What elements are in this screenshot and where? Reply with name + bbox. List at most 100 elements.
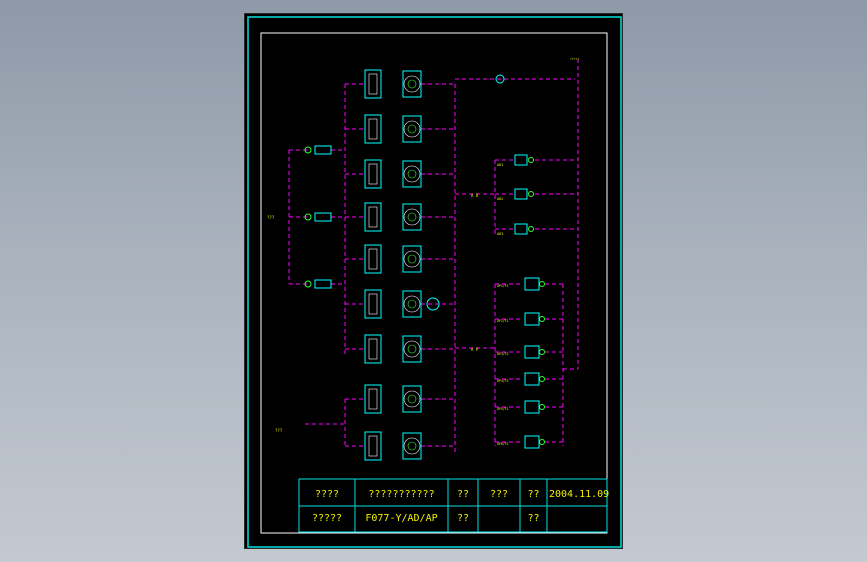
- title-cell-2-5: ??: [527, 513, 540, 524]
- rotor-symbol: [403, 437, 421, 455]
- housing-symbol: [402, 115, 422, 143]
- title-cell-2-1: ?????: [311, 513, 343, 524]
- rotor-symbol: [403, 295, 421, 313]
- unit-core: [368, 118, 378, 140]
- housing-symbol: [402, 203, 422, 231]
- ap-fitting-symbol: [539, 404, 545, 410]
- housing-symbol: [402, 245, 422, 273]
- unit-body: [364, 69, 382, 99]
- unit-core: [368, 293, 378, 315]
- ap-valve-symbol: [524, 372, 540, 386]
- ap-label: AP1/F2: [497, 284, 509, 288]
- unit-body: [364, 114, 382, 144]
- valve-symbol: [314, 279, 332, 289]
- ad-label: AD2: [497, 197, 503, 201]
- ad-fitting-symbol: [528, 191, 534, 197]
- rotor-hub: [407, 212, 417, 222]
- title-block: [298, 478, 608, 533]
- ad-fitting-symbol: [528, 157, 534, 163]
- ap-label: AP2/F2: [497, 319, 509, 323]
- ap-fitting-symbol: [539, 281, 545, 287]
- unit-core: [368, 338, 378, 360]
- unit-body: [364, 202, 382, 232]
- unit-core: [368, 435, 378, 457]
- fitting-symbol: [304, 146, 312, 154]
- unit-body: [364, 334, 382, 364]
- unit-body: [364, 289, 382, 319]
- bus-label-ad: A D: [471, 193, 479, 198]
- ap-fitting-symbol: [539, 376, 545, 382]
- lower-inlet-label: ???: [275, 428, 283, 433]
- housing-symbol: [402, 432, 422, 460]
- housing-symbol: [402, 290, 422, 318]
- component-symbols: [304, 69, 545, 461]
- title-cell-1-2: ???????????: [368, 489, 435, 500]
- top-valve-symbol: [495, 74, 505, 84]
- rotor-hub: [407, 254, 417, 264]
- ad-valve-symbol: [514, 154, 528, 166]
- connection-lines: [288, 59, 579, 454]
- title-cell-1-6: 2004.11.09: [549, 489, 610, 500]
- rotor-symbol: [403, 250, 421, 268]
- rotor-symbol: [403, 75, 421, 93]
- housing-symbol: [402, 160, 422, 188]
- rotor-symbol: [403, 390, 421, 408]
- unit-body: [364, 431, 382, 461]
- diagram-labels: ?????? A D A P????? AD1AD2AD3AP1/F2AP2/F2AP…: [267, 57, 579, 446]
- unit-core: [368, 248, 378, 270]
- top-right-label: ?????: [570, 57, 579, 61]
- schematic-diagram: ?????? A D A P????? AD1AD2AD3AP1/F2AP2/F2AP…: [247, 16, 622, 548]
- unit-body: [364, 244, 382, 274]
- ap-valve-symbol: [524, 345, 540, 359]
- bus-label-ap: A P: [471, 347, 479, 352]
- rotor-hub: [407, 441, 417, 451]
- unit-core: [368, 388, 378, 410]
- ap-fitting-symbol: [539, 439, 545, 445]
- inner-frame: [260, 32, 608, 534]
- fitting-symbol: [304, 280, 312, 288]
- ap-label: AP3/F2: [497, 352, 509, 356]
- rotor-symbol: [403, 340, 421, 358]
- housing-symbol: [402, 70, 422, 98]
- valve-symbol: [314, 212, 332, 222]
- ap-label: AP4/F2: [497, 379, 509, 383]
- rotor-hub: [407, 394, 417, 404]
- rotor-symbol: [403, 208, 421, 226]
- rotor-symbol: [403, 165, 421, 183]
- title-cell-2-3: ??: [456, 513, 470, 524]
- ap-label: AP5/F2: [497, 407, 509, 411]
- title-cell-1-3: ??: [456, 489, 470, 500]
- ap-label: AP6/F2: [497, 442, 509, 446]
- ap-valve-symbol: [524, 312, 540, 326]
- left-inlet-label: ???: [267, 215, 275, 220]
- valve-symbol: [314, 145, 332, 155]
- housing-symbol: [402, 385, 422, 413]
- housing-symbol: [402, 335, 422, 363]
- unit-core: [368, 163, 378, 185]
- unit-core: [368, 73, 378, 95]
- ap-fitting-symbol: [539, 349, 545, 355]
- ad-valve-symbol: [514, 188, 528, 200]
- ad-fitting-symbol: [528, 226, 534, 232]
- rotor-hub: [407, 299, 417, 309]
- ad-label: AD1: [497, 163, 503, 167]
- rotor-hub: [407, 169, 417, 179]
- title-cell-1-5: ??: [527, 489, 540, 500]
- unit-body: [364, 159, 382, 189]
- ap-valve-symbol: [524, 435, 540, 449]
- title-cell-1-1: ????: [314, 489, 340, 500]
- title-cell-1-4: ???: [489, 489, 509, 500]
- outer-frame: [247, 16, 622, 548]
- rotor-hub: [407, 344, 417, 354]
- drawing-number: F077-Y/AD/AP: [365, 513, 438, 524]
- ap-fitting-symbol: [539, 316, 545, 322]
- fitting-symbol: [304, 213, 312, 221]
- unit-body: [364, 384, 382, 414]
- ad-label: AD3: [497, 232, 503, 236]
- rotor-hub: [407, 79, 417, 89]
- spare-symbol: [426, 297, 440, 311]
- ad-valve-symbol: [514, 223, 528, 235]
- ap-valve-symbol: [524, 400, 540, 414]
- ap-valve-symbol: [524, 277, 540, 291]
